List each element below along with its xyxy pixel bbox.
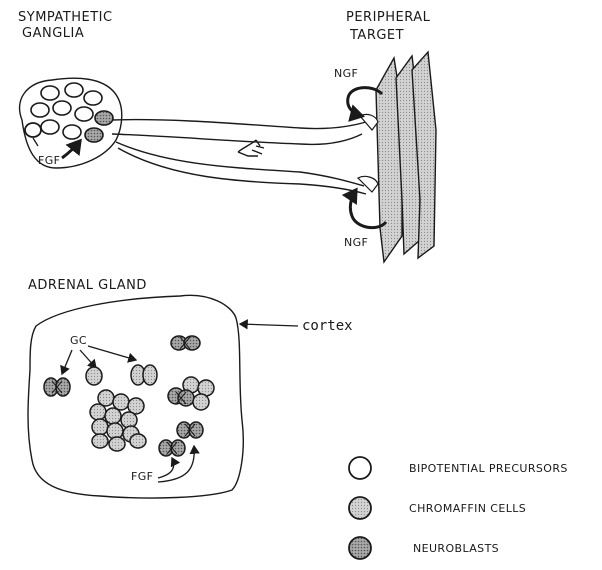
legend-chromaffin-label: CHROMAFFIN CELLS (409, 502, 526, 515)
gc-arrow-mid (80, 350, 96, 368)
cortex-arrow (240, 324, 298, 326)
peripheral-target (358, 52, 436, 262)
peripheral-target-title-2: TARGET (349, 28, 404, 43)
cortex-label: cortex (302, 318, 353, 334)
legend-precursor-label: BIPOTENTIAL PRECURSORS (409, 462, 568, 475)
fgf-ganglia-arrow (62, 141, 80, 158)
legend-neuroblast-swatch (349, 537, 371, 559)
peripheral-target-title: PERIPHERAL (346, 10, 431, 25)
adrenal-cells (44, 336, 214, 456)
fgf-adrenal-arrow-1 (158, 458, 174, 478)
gc-arrow-right (88, 346, 136, 360)
adrenal-outline (28, 295, 243, 498)
fgf-ganglia-label: FGF (38, 154, 60, 167)
ganglion-cells (25, 83, 113, 146)
sympathetic-ganglia-title: SYMPATHETIC (18, 10, 113, 25)
legend-precursor-swatch (349, 457, 371, 479)
axon-bundle (112, 120, 366, 194)
legend: BIPOTENTIAL PRECURSORS CHROMAFFIN CELLS … (349, 457, 568, 559)
ngf-top-label: NGF (334, 67, 358, 80)
legend-chromaffin-swatch (349, 497, 371, 519)
ngf-bottom-label: NGF (344, 236, 368, 249)
legend-neuroblast-label: NEUROBLASTS (413, 542, 499, 555)
gc-arrow-left (62, 350, 72, 374)
sympathetic-ganglia-title-2: GANGLIA (22, 26, 84, 41)
fgf-adrenal-label: FGF (131, 470, 153, 483)
gc-label: GC (70, 334, 87, 347)
adrenal-gland-title: ADRENAL GLAND (28, 278, 147, 293)
